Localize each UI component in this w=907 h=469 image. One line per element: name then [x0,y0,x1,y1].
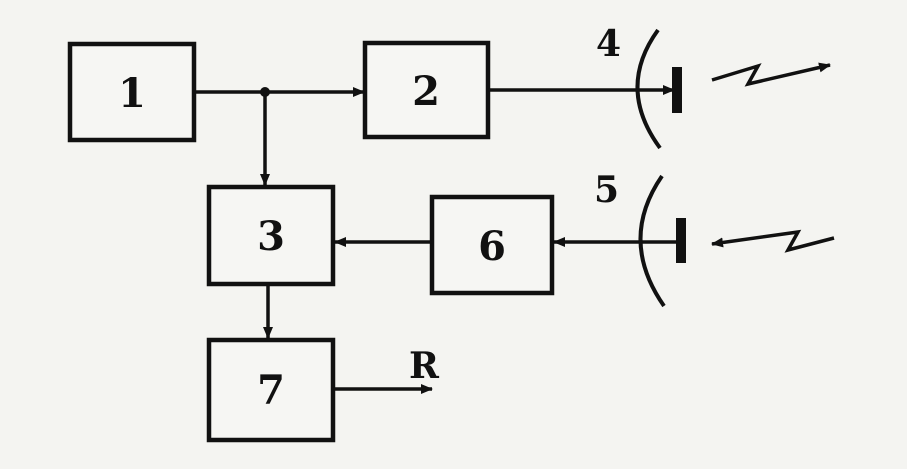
block-3: 3 [206,184,336,287]
antenna-4: 4 [596,23,682,150]
antenna-feed-icon [672,67,682,113]
block-6: 6 [429,194,555,296]
block-2-label: 2 [412,68,440,115]
block-7: 7 [206,337,336,443]
dish-reflector-icon [638,174,666,308]
block-3-label: 3 [257,213,285,260]
antenna-5: 5 [594,169,686,308]
antenna-5-label: 5 [594,169,619,211]
block-2: 2 [362,40,491,140]
antenna-4-label: 4 [596,23,621,65]
outgoing-signal-icon [711,62,831,87]
block-1: 1 [67,41,197,143]
incoming-signal-icon [711,229,835,253]
block-1-label: 1 [118,70,146,117]
output-r-label: R [409,345,440,387]
antenna-feed-icon [676,218,686,263]
block-7-label: 7 [257,367,285,414]
block-6-label: 6 [478,223,506,270]
dish-reflector-icon [635,28,662,150]
